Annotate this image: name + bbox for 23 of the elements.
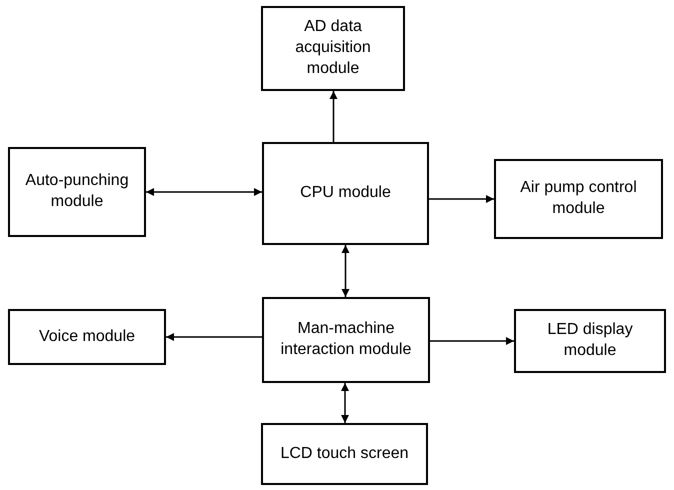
module-label: Voice module (38, 326, 136, 347)
module-box (8, 147, 146, 237)
module-box (8, 309, 166, 365)
arrow (166, 333, 262, 341)
arrow (342, 245, 350, 297)
module-label: Auto-punching module (24, 171, 130, 212)
module-label: CPU module (300, 183, 391, 204)
arrow (341, 383, 349, 423)
module-label: LCD touch screen (280, 444, 409, 464)
arrow (430, 337, 514, 345)
module-label: LED display module (546, 320, 634, 361)
module-box (514, 309, 666, 373)
module-box (261, 6, 405, 91)
module-box (494, 159, 663, 239)
module-box (262, 297, 430, 383)
module-label: AD data acquisition module (294, 17, 372, 79)
module-box (261, 423, 428, 485)
arrow (429, 195, 494, 203)
arrow (330, 91, 338, 142)
arrow (146, 188, 262, 196)
module-box (262, 142, 429, 245)
module-label: Air pump control module (519, 178, 638, 219)
module-label: Man-machine interaction module (280, 319, 412, 360)
